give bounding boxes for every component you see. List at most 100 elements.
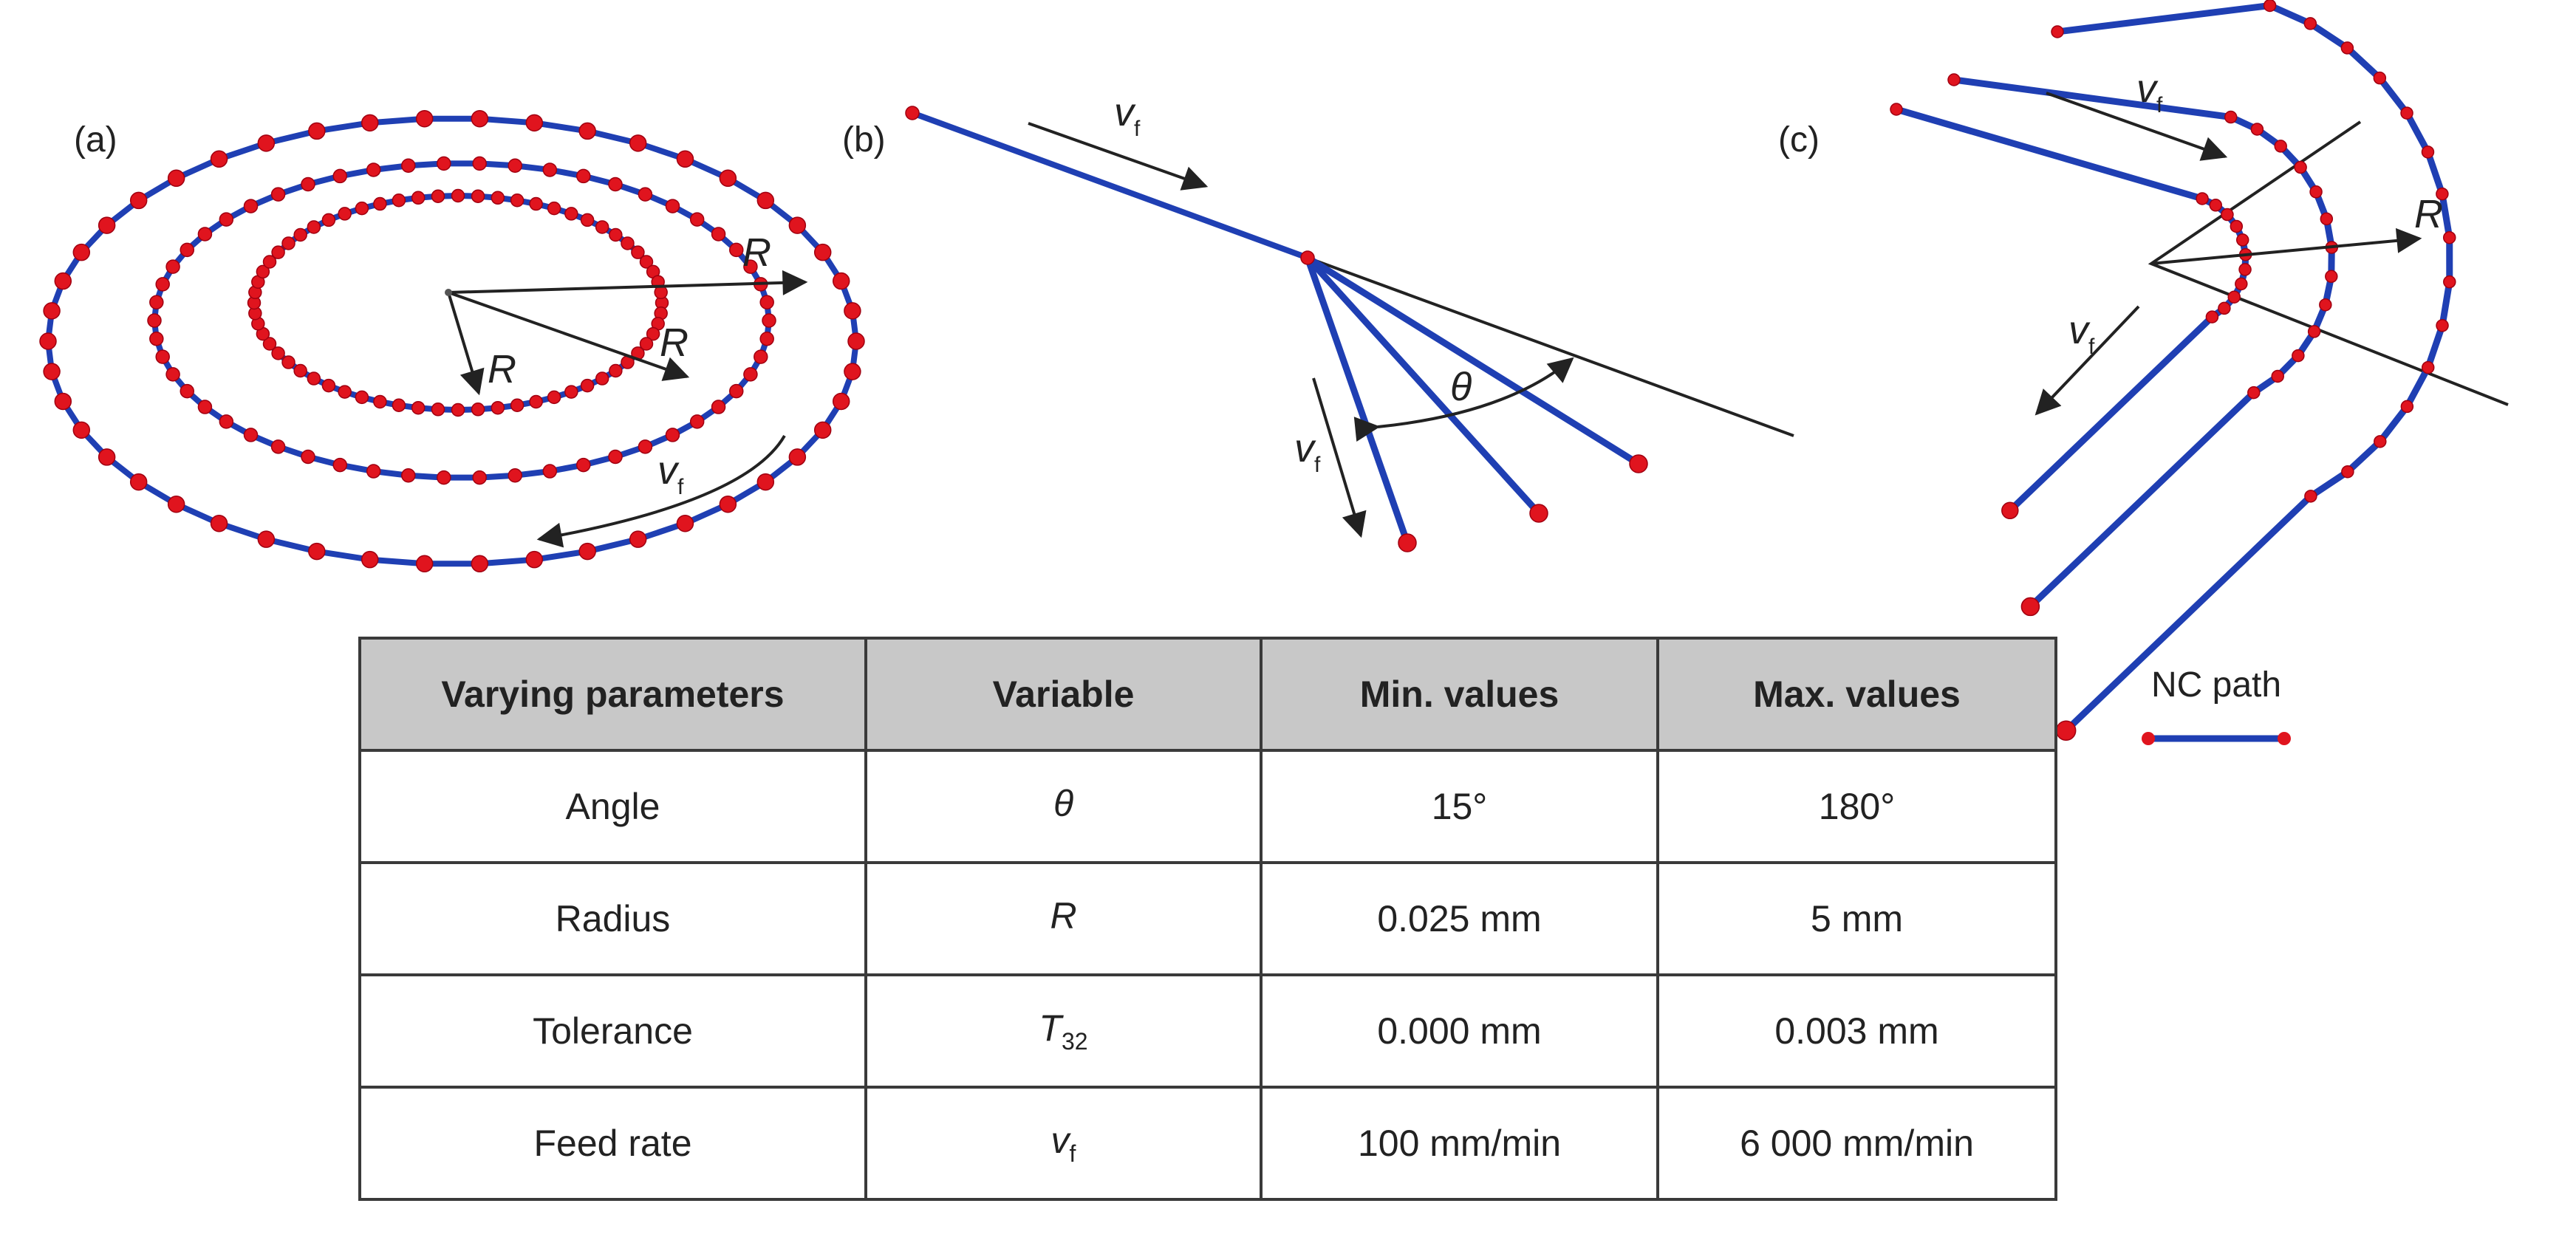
nc-point [2020, 597, 2040, 617]
panel-a-label: (a) [74, 120, 117, 160]
nc-point [564, 207, 578, 221]
nc-point [844, 302, 861, 320]
nc-point [167, 169, 185, 188]
nc-point [293, 227, 307, 242]
nc-point [401, 158, 416, 173]
table-row: Radius R 0.025 mm 5 mm [358, 861, 2057, 976]
min-cell: 0.025 mm [1260, 861, 1659, 976]
nc-point [2209, 199, 2223, 212]
radius-arrow-outer [448, 270, 808, 295]
nc-point [472, 156, 487, 171]
min-cell: 15° [1260, 749, 1659, 864]
radius-symbol-outer: R [742, 230, 771, 275]
feed-symbol-a: vf [657, 448, 684, 499]
feed-arrow-c-top [2046, 92, 2228, 161]
nc-point [832, 272, 850, 290]
nc-point [321, 213, 336, 227]
nc-point [756, 191, 775, 210]
nc-point [542, 162, 558, 177]
nc-point [2001, 501, 2019, 520]
nc-point [243, 199, 259, 213]
nc-point [788, 448, 807, 466]
nc-point [547, 201, 561, 216]
nc-point [2307, 325, 2321, 338]
nc-point [510, 193, 525, 208]
nc-point [392, 398, 406, 413]
nc-point [2400, 400, 2414, 414]
variable-cell: T32 [864, 973, 1263, 1089]
nc-point [332, 457, 347, 473]
nc-point [2271, 369, 2284, 383]
nc-point [149, 295, 164, 310]
nc-point [529, 196, 543, 211]
nc-point [2227, 290, 2241, 304]
panel-b-label: (b) [842, 120, 886, 160]
nc-point [638, 187, 653, 202]
nc-point [155, 277, 170, 292]
nc-point [2436, 187, 2449, 201]
nc-point [631, 245, 645, 259]
nc-point [270, 439, 286, 454]
nc-point [281, 355, 295, 369]
nc-point [2400, 106, 2413, 120]
nc-point [525, 114, 544, 132]
radius-symbol-inner: R [488, 347, 516, 391]
panel-c-paths [1890, 0, 2456, 741]
nc-point [472, 470, 487, 485]
legend-swatch [2142, 732, 2291, 745]
nc-point [165, 259, 180, 274]
nc-point [2421, 145, 2435, 159]
nc-point [2196, 192, 2209, 205]
nc-point [2436, 319, 2449, 332]
nc-point [256, 264, 270, 279]
nc-point [1529, 504, 1548, 523]
nc-point [510, 398, 525, 413]
nc-point [621, 236, 635, 250]
nc-point [129, 473, 148, 491]
center-point-a [445, 289, 452, 296]
nc-point [759, 295, 774, 310]
nc-point [2303, 17, 2317, 30]
nc-point [508, 158, 522, 173]
nc-point [355, 201, 369, 216]
nc-point [366, 162, 381, 177]
nc-point [1890, 103, 1903, 116]
nc-point [639, 337, 654, 351]
nc-point [197, 400, 213, 414]
nc-point [595, 220, 609, 234]
nc-point [180, 242, 194, 258]
nc-point [401, 468, 416, 483]
nc-point [2341, 465, 2354, 479]
nc-point [665, 199, 680, 213]
nc-point [165, 367, 180, 382]
nc-point [167, 495, 185, 513]
nc-point [1629, 454, 1648, 473]
panel-a-paths [39, 109, 865, 573]
nc-point [2421, 360, 2435, 374]
nc-point [2320, 212, 2334, 226]
nc-point [210, 514, 228, 532]
nc-point [2374, 435, 2387, 448]
nc-point [629, 530, 647, 548]
panel-c-label: (c) [1778, 120, 1820, 160]
radius-arrow-c [2150, 227, 2422, 265]
nc-point [415, 555, 434, 573]
nc-point [451, 403, 465, 417]
nc-point [411, 400, 426, 415]
nc-point [262, 255, 277, 269]
nc-point [366, 464, 381, 479]
nc-point [129, 191, 148, 210]
nc-point [155, 349, 170, 364]
feed-arrow-b-side [1312, 377, 1367, 538]
nc-point [301, 449, 315, 465]
nc-point [471, 555, 489, 573]
nc-point [2319, 298, 2332, 312]
nc-point [355, 390, 369, 405]
nc-point [847, 332, 865, 350]
nc-point [2325, 270, 2338, 284]
nc-point [281, 236, 295, 250]
nc-point [39, 332, 57, 350]
nc-point [451, 188, 465, 203]
feed-arrow-c-side [2035, 305, 2140, 416]
